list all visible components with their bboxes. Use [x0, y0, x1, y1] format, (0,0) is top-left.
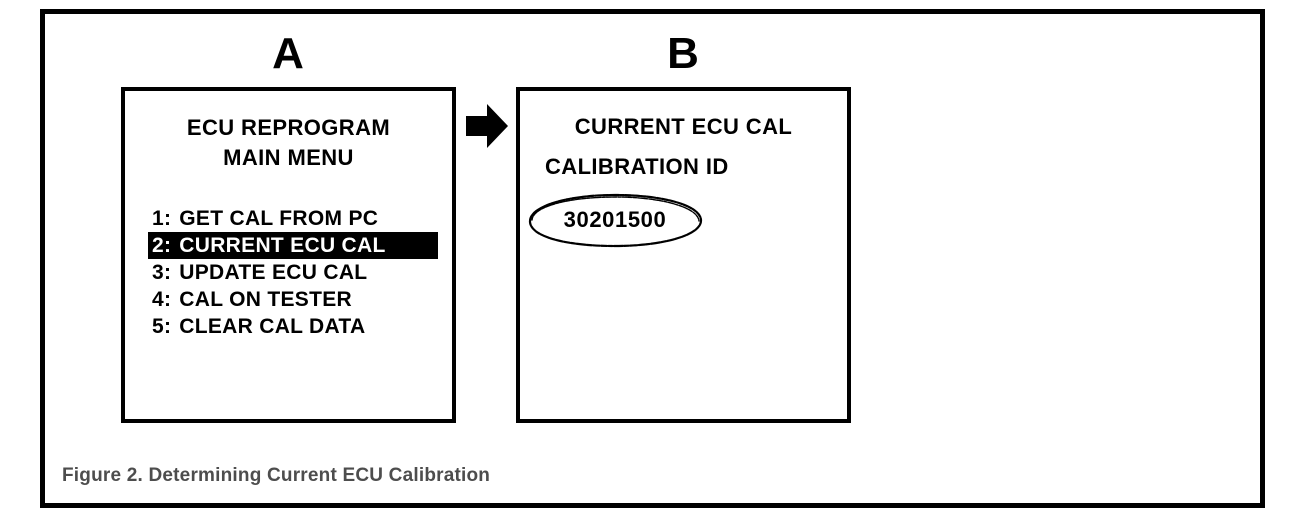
panel-label-b: B [667, 29, 699, 78]
figure-outer-border [40, 9, 1265, 508]
menu-item-1[interactable]: 1: GET CAL FROM PC [148, 205, 438, 232]
menu-list: 1: GET CAL FROM PC 2: CURRENT ECU CAL 3: UP… [148, 205, 438, 340]
menu-item-3-index: 3: [152, 261, 172, 284]
menu-title-line-1: ECU REPROGRAM [186, 115, 391, 140]
menu-item-5[interactable]: 5: CLEAR CAL DATA [148, 313, 438, 340]
menu-item-2-label: CURRENT ECU CAL [179, 234, 386, 257]
figure-caption: Figure 2. Determining Current ECU Calibr… [62, 465, 491, 486]
menu-item-1-index: 1: [152, 207, 172, 230]
arrow-right-icon [465, 103, 509, 149]
hand-drawn-ellipse-annotation [520, 189, 710, 251]
menu-item-4-label: CAL ON TESTER [179, 288, 352, 311]
menu-item-2[interactable]: 2: CURRENT ECU CAL [148, 232, 438, 259]
menu-item-4[interactable]: 4: CAL ON TESTER [148, 286, 438, 313]
calibration-id-label: CALIBRATION ID [545, 154, 729, 179]
menu-item-3[interactable]: 3: UPDATE ECU CAL [148, 259, 438, 286]
menu-item-4-index: 4: [152, 288, 172, 311]
menu-item-5-index: 5: [152, 315, 172, 338]
menu-item-1-label: GET CAL FROM PC [179, 207, 379, 230]
calibration-id-annotated-group: 30201500 [520, 189, 710, 251]
menu-item-3-label: UPDATE ECU CAL [179, 261, 368, 284]
current-cal-title: CURRENT ECU CAL [574, 114, 793, 139]
screen-panel-b: CURRENT ECU CAL CALIBRATION ID 30201500 [516, 87, 851, 423]
panel-label-a: A [272, 29, 304, 78]
menu-title-line-2: MAIN MENU [223, 145, 354, 170]
calibration-id-value: 30201500 [563, 207, 667, 232]
menu-item-5-label: CLEAR CAL DATA [179, 315, 366, 338]
screen-panel-a: ECU REPROGRAM MAIN MENU 1: GET CAL FROM P… [121, 87, 456, 423]
menu-item-2-index: 2: [152, 234, 172, 257]
